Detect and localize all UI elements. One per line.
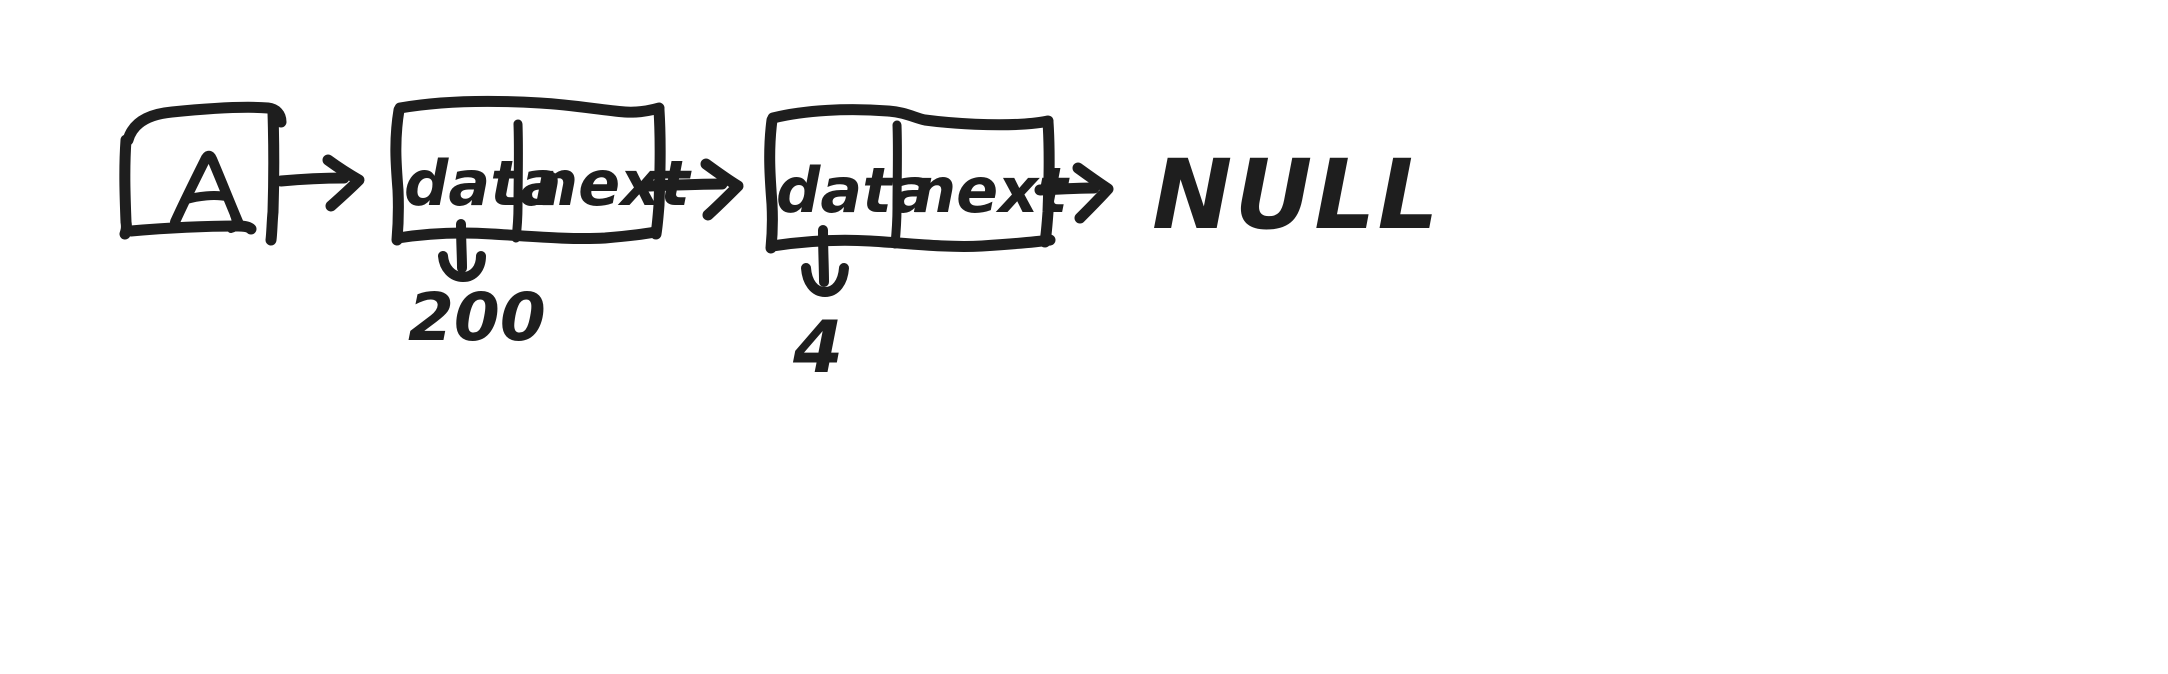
letter-a-crossbar — [180, 191, 233, 205]
head-box-top-edge — [122, 101, 287, 146]
node-1-data-value: 200 — [408, 279, 546, 356]
node-2-value-arrow-hook — [801, 263, 849, 297]
arrow-2-head — [700, 158, 744, 221]
head-pointer-letter-a — [170, 150, 244, 233]
node-2-box — [764, 104, 1056, 254]
node-2-top-edge — [767, 104, 1054, 131]
arrow-node2-data-to-value — [801, 225, 849, 297]
letter-a-tail — [227, 211, 240, 233]
node-2-cell-divider — [890, 120, 902, 249]
node-1-top-edge — [394, 95, 665, 118]
letter-a-left-and-right-stroke — [170, 150, 244, 229]
null-terminator-label: NULL — [1152, 139, 1441, 251]
head-box-right-edge — [265, 107, 280, 246]
arrow-node1-to-node2 — [643, 158, 744, 221]
node-1-cell-divider — [511, 119, 523, 243]
node-1-value-arrow-hook — [438, 251, 486, 282]
node-2-left-edge — [764, 114, 778, 254]
node-2-bottom-edge — [766, 234, 1056, 252]
node-2-labels: data next — [776, 154, 1070, 227]
arrow-3-shaft — [1034, 182, 1100, 196]
node-2-value-arrow-shaft — [818, 225, 829, 287]
node-1-box — [390, 95, 666, 246]
node-1-labels: data next — [404, 147, 692, 220]
head-box-left-edge — [119, 134, 132, 240]
node-1-right-edge — [650, 104, 666, 240]
arrow-node2-to-null — [1034, 162, 1114, 224]
node-1-data-label: data — [404, 147, 562, 220]
node-1-bottom-edge — [392, 226, 661, 245]
node-2-right-edge — [1039, 116, 1055, 248]
arrow-1-head — [322, 154, 365, 212]
arrow-3-head — [1072, 162, 1114, 224]
node-2-data-value: 4 — [792, 305, 843, 389]
node-2-data-label: data — [776, 154, 934, 227]
node-1-value-arrow-shaft — [456, 219, 467, 273]
arrow-head-to-node1 — [275, 154, 365, 212]
node-1-left-edge — [390, 104, 405, 246]
arrow-node1-data-to-value — [438, 219, 486, 282]
arrow-1-shaft — [275, 172, 350, 187]
arrow-2-shaft — [643, 178, 728, 192]
